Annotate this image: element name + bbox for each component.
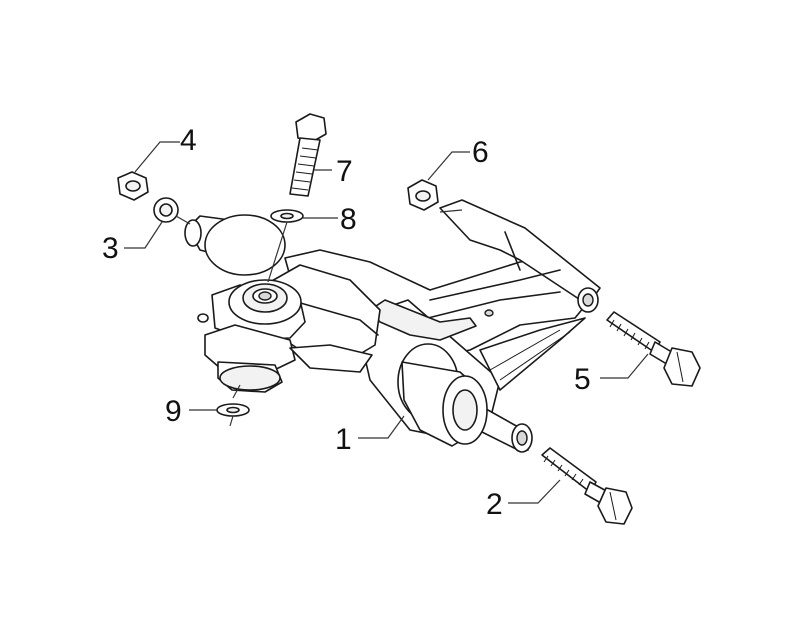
bolt-5 <box>606 311 701 387</box>
swing-arm <box>184 199 601 453</box>
callout-labels: 4 3 7 8 6 5 9 1 2 <box>102 124 591 521</box>
callout-8: 8 <box>340 203 357 236</box>
callout-9: 9 <box>165 395 182 428</box>
alignment-lines <box>175 209 463 427</box>
nut-4 <box>117 171 149 201</box>
callout-4: 4 <box>180 124 197 157</box>
bolt-2 <box>541 447 633 525</box>
leader-4 <box>134 141 180 173</box>
nut-6 <box>407 179 439 211</box>
leader-2 <box>508 479 561 504</box>
leader-6 <box>427 151 470 181</box>
callout-2: 2 <box>486 488 503 521</box>
washer-3 <box>153 197 179 223</box>
leader-3 <box>124 221 163 249</box>
callout-7: 7 <box>336 155 353 188</box>
callout-3: 3 <box>102 232 119 265</box>
callout-1: 1 <box>335 423 352 456</box>
callout-leaders <box>124 141 649 504</box>
callout-5: 5 <box>574 363 591 396</box>
bolt-7 <box>289 113 327 197</box>
callout-6: 6 <box>472 136 489 169</box>
leader-1 <box>358 415 405 439</box>
washer-9 <box>216 403 250 417</box>
washer-8 <box>270 209 304 223</box>
leader-5 <box>600 353 649 379</box>
